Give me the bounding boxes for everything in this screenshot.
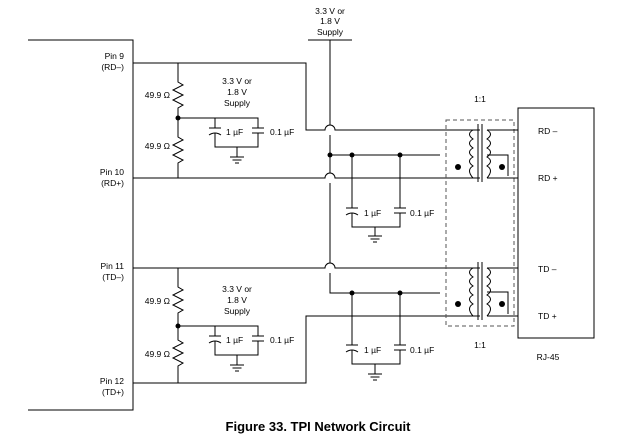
svg-text:3.3 V or: 3.3 V or: [315, 6, 345, 16]
tx-wiring: [133, 262, 480, 384]
rj45-name-label: RJ-45: [537, 352, 560, 362]
rx-local-ground-icon: [229, 156, 245, 164]
tx-resistor-node: [175, 323, 181, 329]
tx-cap-node-2: [397, 290, 403, 296]
tx-local-supply-label: 3.3 V or 1.8 V Supply: [222, 284, 252, 316]
tx-left-big-cap-label: 1 µF: [226, 335, 243, 345]
svg-text:3.3 V or: 3.3 V or: [222, 284, 252, 294]
tx-resistor-bot-label: 49.9 Ω: [145, 349, 170, 359]
svg-text:Pin 11: Pin 11: [101, 261, 125, 271]
svg-text:3.3 V or: 3.3 V or: [222, 76, 252, 86]
svg-text:1.8 V: 1.8 V: [227, 87, 247, 97]
rx-supply-node: [327, 152, 333, 158]
rx-resistor-node: [175, 115, 181, 121]
svg-text:(TD–): (TD–): [102, 272, 124, 282]
svg-text:1.8 V: 1.8 V: [227, 295, 247, 305]
top-supply-label: 3.3 V or 1.8 V Supply: [315, 6, 345, 37]
rj45-rd-plus-label: RD +: [538, 173, 558, 183]
svg-text:Supply: Supply: [224, 98, 251, 108]
rx-left-small-cap-label: 0.1 µF: [270, 127, 294, 137]
svg-text:(TD+): (TD+): [102, 387, 124, 397]
rx-resistor-top-label: 49.9 Ω: [145, 90, 170, 100]
rj45-connector: [517, 107, 595, 339]
rx-cap-node-2: [397, 152, 403, 158]
rx-cap-node-1: [349, 152, 355, 158]
svg-text:(RD–): (RD–): [101, 62, 124, 72]
tx-local-ground-icon: [229, 364, 245, 372]
transformer-module-outline: [445, 119, 515, 327]
tx-mid-ground-icon: [367, 373, 383, 381]
figure-caption: Figure 33. TPI Network Circuit: [226, 419, 412, 434]
rx-mid-small-cap-label: 0.1 µF: [410, 208, 434, 218]
rj45-td-minus-label: TD –: [538, 264, 557, 274]
transformer-ratio-bottom: 1:1: [474, 340, 486, 350]
tx-left-small-cap-label: 0.1 µF: [270, 335, 294, 345]
rx-wiring: [133, 40, 480, 294]
rx-left-big-cap-label: 1 µF: [226, 127, 243, 137]
tx-transformer: [455, 262, 518, 320]
rj45-rd-minus-label: RD –: [538, 126, 558, 136]
pin10-label: Pin 10 (RD+): [100, 167, 124, 188]
svg-text:Pin 9: Pin 9: [105, 51, 125, 61]
phy-device-outline: [28, 39, 134, 411]
svg-text:Supply: Supply: [224, 306, 251, 316]
svg-text:1.8 V: 1.8 V: [320, 16, 340, 26]
rx-transformer: [455, 124, 518, 182]
tx-mid-big-cap-label: 1 µF: [364, 345, 381, 355]
pin12-label: Pin 12 (TD+): [100, 376, 124, 397]
rx-resistor-bot-label: 49.9 Ω: [145, 141, 170, 151]
svg-text:(RD+): (RD+): [101, 178, 124, 188]
rx-local-supply-label: 3.3 V or 1.8 V Supply: [222, 76, 252, 108]
rj45-td-plus-label: TD +: [538, 311, 557, 321]
transformer-ratio-top: 1:1: [474, 94, 486, 104]
rx-mid-ground-icon: [367, 235, 383, 243]
svg-text:Supply: Supply: [317, 27, 344, 37]
svg-text:Pin 12: Pin 12: [100, 376, 124, 386]
pin9-label: Pin 9 (RD–): [101, 51, 124, 72]
svg-text:Pin 10: Pin 10: [100, 167, 124, 177]
tx-cap-node-1: [349, 290, 355, 296]
tx-resistor-top-label: 49.9 Ω: [145, 296, 170, 306]
pin11-label: Pin 11 (TD–): [101, 261, 125, 282]
rx-mid-big-cap-label: 1 µF: [364, 208, 381, 218]
tx-mid-small-cap-label: 0.1 µF: [410, 345, 434, 355]
